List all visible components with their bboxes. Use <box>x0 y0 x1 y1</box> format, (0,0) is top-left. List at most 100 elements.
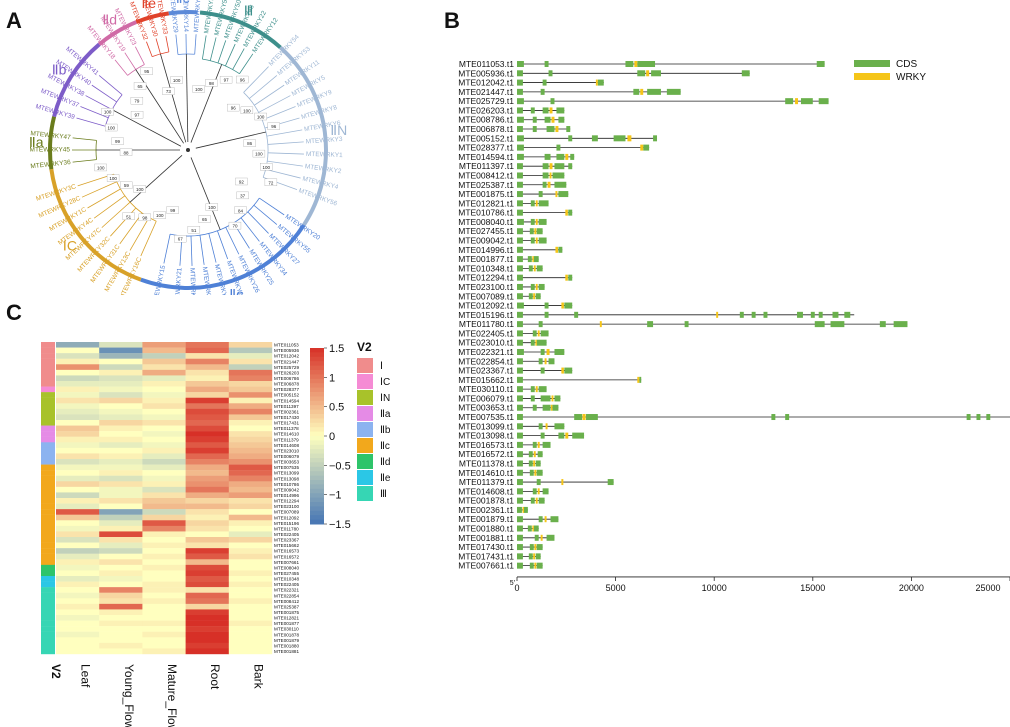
clade-label: ⅡN <box>330 122 347 138</box>
colorbar-tick-label: 1.5 <box>329 343 344 355</box>
tree-branch <box>243 66 269 93</box>
tree-branch <box>101 201 131 228</box>
heatmap-cell <box>56 548 100 554</box>
group-legend-swatch <box>357 406 373 421</box>
cds-block <box>530 339 535 346</box>
cds-block <box>529 228 534 235</box>
cds-block <box>528 293 533 300</box>
heatmap-cell <box>228 425 273 432</box>
heatmap-cell <box>99 425 143 432</box>
heatmap-cell <box>56 420 100 426</box>
clade-arc <box>140 224 306 290</box>
heatmap-cell <box>99 537 143 543</box>
cds-block <box>666 88 681 95</box>
bootstrap-label: 51 <box>126 214 132 219</box>
gene-name: MTE001875.t1 <box>458 189 514 199</box>
row-group-cell <box>41 631 55 638</box>
cds-block <box>535 293 541 300</box>
gene-name: MTE013099.t1 <box>458 421 514 431</box>
tree-branch <box>258 95 291 113</box>
row-gene-label: MTE014996 <box>274 493 299 498</box>
heatmap-cell <box>185 431 229 437</box>
row-gene-label: MTE008412 <box>274 599 299 604</box>
heatmap-cell <box>185 514 229 521</box>
heatmap-cell <box>228 414 273 421</box>
heatmap-cell <box>185 631 229 638</box>
heatmap-cell <box>228 603 273 610</box>
group-legend-swatch <box>357 358 373 373</box>
wrky-domain-block <box>561 367 564 374</box>
cds-block <box>647 321 654 328</box>
cds-block <box>536 228 543 235</box>
row-gene-label: MTE006878 <box>274 382 299 387</box>
heatmap-cell <box>185 564 229 571</box>
row-gene-label: MTE006079 <box>274 454 299 459</box>
heatmap-cell <box>142 392 186 398</box>
heatmap-cell <box>142 559 186 566</box>
gene-name: MTE010348.t1 <box>458 263 514 273</box>
heatmap-cell <box>56 553 100 560</box>
heatmap-cell <box>142 642 186 649</box>
cds-block <box>830 321 845 328</box>
cds-block <box>517 534 523 541</box>
heatmap-cell <box>185 620 229 627</box>
wrky-domain-block <box>532 525 534 532</box>
heatmap-cell <box>185 609 229 616</box>
gene-name: MTE015196.t1 <box>458 310 514 320</box>
cds-block <box>536 469 543 476</box>
row-gene-label: MTE025729 <box>274 365 299 370</box>
heatmap-cell <box>99 408 143 415</box>
row-group-cell <box>41 514 55 521</box>
group-legend-swatch <box>357 486 373 501</box>
heatmap-cell <box>228 459 273 465</box>
tree-branch <box>208 233 217 263</box>
row-group-cell <box>41 342 55 348</box>
row-group-cell <box>41 392 55 398</box>
wrky-domain-block <box>546 348 550 355</box>
row-gene-label: MTE014608 <box>274 443 299 448</box>
bootstrap-box <box>264 178 278 187</box>
cds-block <box>651 70 661 77</box>
cds-block <box>818 311 823 318</box>
wrky-domain-block <box>534 544 537 551</box>
row-group-cell <box>41 358 55 365</box>
tree-branch <box>165 36 170 52</box>
heatmap-cell <box>228 420 273 426</box>
clade-arc <box>199 10 282 49</box>
heatmap-cell <box>142 620 186 627</box>
heatmap-cell <box>228 615 273 621</box>
tree-branch <box>254 84 285 106</box>
heatmap-cell <box>185 470 229 476</box>
heatmap-cell <box>185 598 229 605</box>
gene-name: MTE012092.t1 <box>458 301 514 311</box>
cds-block <box>536 339 547 346</box>
wrky-domain-block <box>534 562 537 569</box>
cds-block <box>517 88 523 95</box>
cds-block <box>550 98 555 105</box>
heatmap-cell <box>142 542 186 549</box>
heatmap-cell <box>99 553 143 560</box>
bootstrap-box <box>166 206 179 214</box>
clade-label: Ⅱb <box>52 61 67 77</box>
clade-label: ⅠC <box>63 238 77 254</box>
row-gene-label: MTE001879 <box>274 638 299 643</box>
group-legend-swatch <box>357 422 373 437</box>
cds-block <box>517 200 523 207</box>
cds-block <box>517 553 523 560</box>
cds-block <box>533 256 539 263</box>
cds-block <box>542 79 547 86</box>
cds-block <box>540 367 545 374</box>
heatmap-cell <box>142 403 186 410</box>
bootstrap-label: 84 <box>238 208 244 213</box>
cds-block <box>517 321 523 328</box>
cds-block <box>785 414 790 421</box>
colorbar-segment <box>310 453 324 459</box>
cds-block <box>684 321 689 328</box>
row-gene-label: MTE012042 <box>274 354 299 359</box>
tree-branch <box>163 234 171 264</box>
wrky-domain-block <box>565 153 569 160</box>
heatmap-cell <box>185 498 229 504</box>
row-gene-label: MTE007535 <box>274 465 299 470</box>
cds-block <box>528 265 533 272</box>
colorbar-segment <box>310 462 324 468</box>
